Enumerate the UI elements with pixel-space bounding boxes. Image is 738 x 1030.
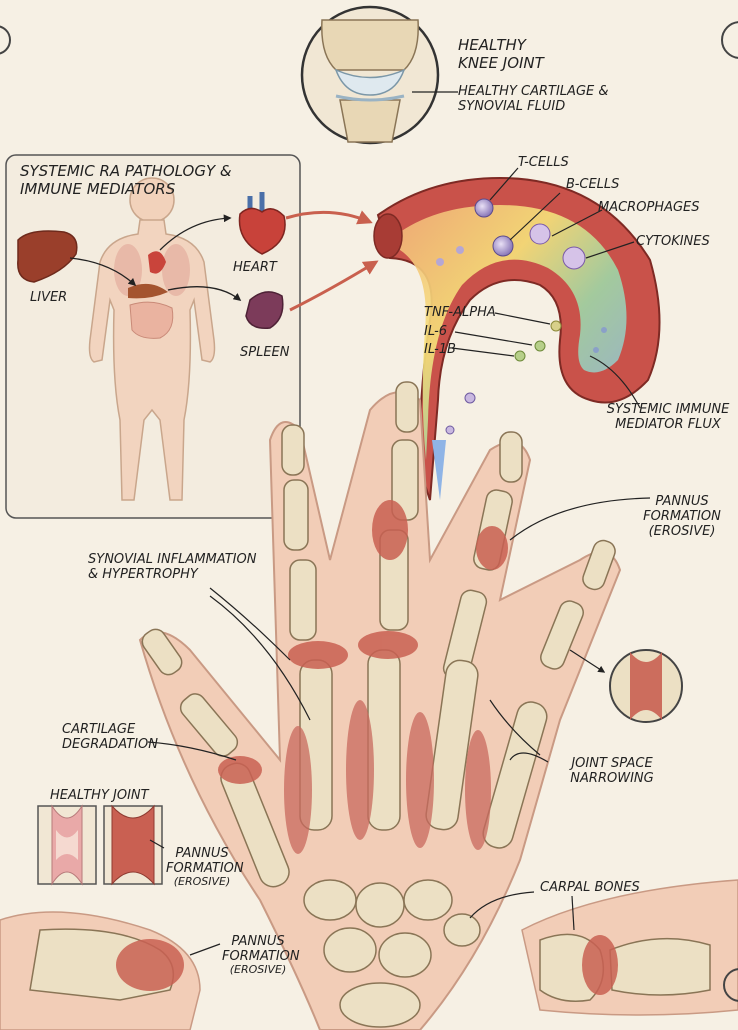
label-pannus-top: PANNUS FORMATION (EROSIVE) xyxy=(643,494,721,539)
label-il1b: IL-1B xyxy=(424,342,456,357)
label-pannus-mid: PANNUS FORMATION (EROSIVE) xyxy=(166,846,244,888)
liver-illustration xyxy=(17,230,78,283)
label-healthy-knee-joint: HEALTHY KNEE JOINT xyxy=(458,36,544,72)
label-cartilage-degradation: CARTILAGE DEGRADATION xyxy=(62,722,158,752)
label-liver: LIVER xyxy=(30,290,68,305)
label-systemic-flux: SYSTEMIC IMMUNE MEDIATOR FLUX xyxy=(606,402,730,432)
healthy-joint-inset xyxy=(37,804,97,886)
label-tnf-alpha: TNF-ALPHA xyxy=(424,305,496,320)
bottom-right-joint xyxy=(521,879,738,1016)
label-healthy-joint: HEALTHY JOINT xyxy=(50,788,149,803)
label-joint-space: JOINT SPACE NARROWING xyxy=(570,756,654,786)
label-spleen: SPLEEN xyxy=(240,345,290,360)
label-t-cells: T-CELLS xyxy=(518,155,569,170)
label-carpal-bones: CARPAL BONES xyxy=(540,880,640,895)
pannus-joint-inset xyxy=(103,804,163,886)
label-synovial-inflammation: SYNOVIAL INFLAMMATION & HYPERTROPHY xyxy=(88,552,257,582)
label-heart: HEART xyxy=(233,260,277,275)
label-macrophages: MACROPHAGES xyxy=(598,200,700,215)
label-systemic-ra: SYSTEMIC RA PATHOLOGY & IMMUNE MEDIATORS xyxy=(20,162,232,198)
label-healthy-cartilage: HEALTHY CARTILAGE & SYNOVIAL FLUID xyxy=(458,84,609,114)
spleen-illustration xyxy=(245,291,284,329)
hand-illustration xyxy=(138,381,622,1030)
label-cytokines: CYTOKINES xyxy=(636,234,710,249)
label-b-cells: B-CELLS xyxy=(566,177,620,192)
bottom-left-joint xyxy=(0,911,201,1030)
corner-ornament xyxy=(721,21,738,59)
knee-joint-illustration xyxy=(300,5,458,145)
body-silhouette xyxy=(88,177,216,501)
heart-illustration xyxy=(238,192,286,255)
label-pannus-bottom: PANNUS FORMATION (EROSIVE) xyxy=(222,934,300,976)
pannus-detail-circle xyxy=(609,649,683,723)
blood-vessel xyxy=(373,176,661,501)
label-il6: IL-6 xyxy=(424,324,448,339)
